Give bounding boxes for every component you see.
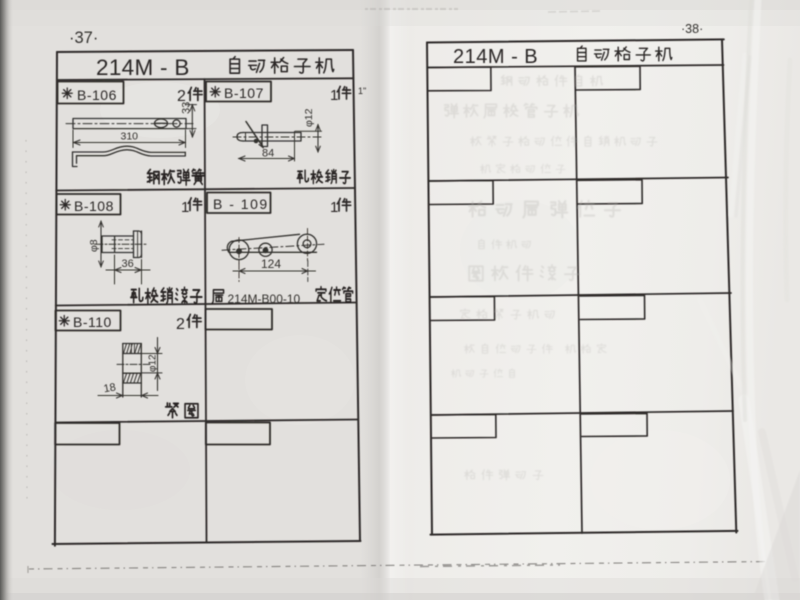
svg-text:36: 36 <box>122 258 134 270</box>
svg-text:1": 1" <box>358 86 366 96</box>
svg-text:124: 124 <box>261 257 281 271</box>
svg-text:310: 310 <box>121 131 139 143</box>
svg-text:φ12: φ12 <box>303 108 315 127</box>
svg-text:·38·: ·38· <box>681 22 703 36</box>
svg-text:84: 84 <box>262 148 274 160</box>
svg-text:B-110: B-110 <box>73 314 112 330</box>
svg-text:·37·: ·37· <box>69 29 98 47</box>
svg-text:φ12: φ12 <box>148 354 159 372</box>
svg-text:1: 1 <box>181 199 189 216</box>
svg-text:1: 1 <box>330 87 338 104</box>
svg-text:2: 2 <box>177 88 186 105</box>
svg-text:2: 2 <box>176 316 185 333</box>
svg-text:214M - B: 214M - B <box>96 55 190 80</box>
svg-text:18: 18 <box>103 381 117 395</box>
svg-text:33: 33 <box>181 102 193 114</box>
svg-text:214M - B: 214M - B <box>453 46 538 68</box>
svg-text:B-108: B-108 <box>74 198 114 214</box>
svg-text:B - 109: B - 109 <box>213 196 269 212</box>
svg-text:B-106: B-106 <box>77 87 117 103</box>
svg-text:φ8: φ8 <box>88 239 100 252</box>
svg-text:B-107: B-107 <box>224 85 264 101</box>
svg-text:214M-B00-10: 214M-B00-10 <box>228 292 301 306</box>
svg-text:1: 1 <box>330 199 338 216</box>
